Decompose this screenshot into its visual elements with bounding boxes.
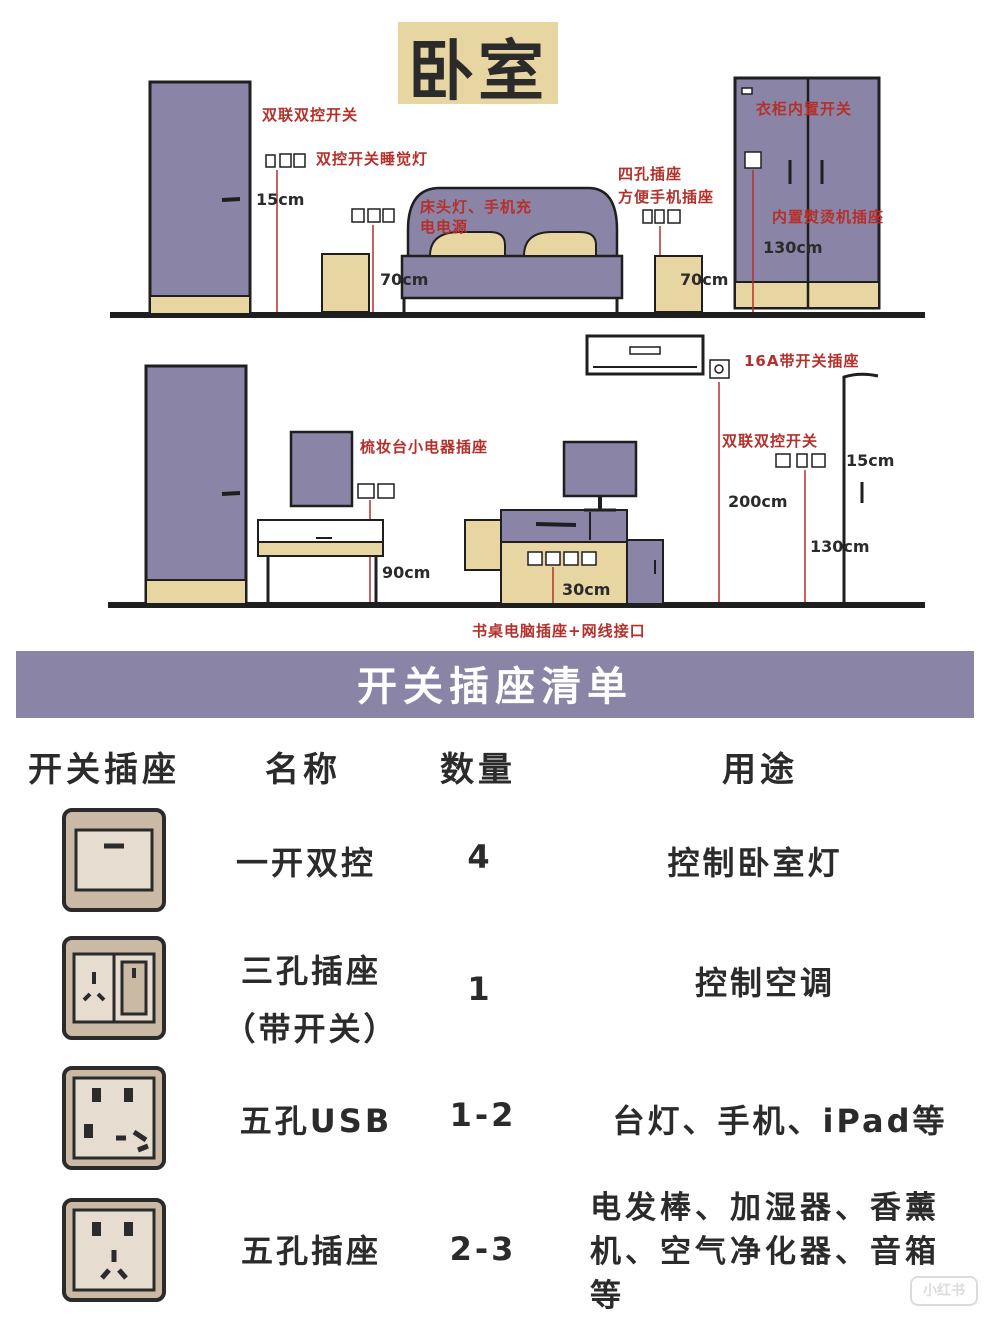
row4-use-1: 电发棒、加湿器、香薰 — [590, 1190, 940, 1226]
dim-30: 30cm — [562, 580, 611, 599]
label-ac-socket: 16A带开关插座 — [744, 352, 860, 370]
bedside-socket-right — [642, 209, 681, 224]
row1-use: 控制卧室灯 — [667, 844, 843, 882]
switch-icon — [62, 808, 166, 912]
watermark: 小红书 — [910, 1276, 978, 1306]
nightstand-left — [321, 253, 370, 313]
nightstand-right — [654, 255, 703, 313]
label-double-switch: 双联双控开关 — [262, 106, 359, 124]
row4-qty: 2-3 — [449, 1230, 517, 1268]
label-desk-socket: 书桌电脑插座+网线接口 — [472, 622, 646, 640]
bed-side-edge — [842, 372, 879, 604]
label-double-switch-2: 双联双控开关 — [722, 432, 819, 450]
desk — [464, 440, 664, 605]
header-use: 用途 — [722, 750, 798, 790]
dim-15a: 15cm — [256, 190, 305, 209]
label-vanity-socket: 梳妆台小电器插座 — [360, 438, 489, 456]
label-sleep-light: 双控开关睡觉灯 — [316, 150, 429, 168]
door-bottom — [144, 364, 248, 606]
header-qty: 数量 — [440, 750, 516, 790]
header-name: 名称 — [265, 750, 341, 790]
row4-name: 五孔插座 — [240, 1232, 381, 1270]
label-iron-socket: 内置熨烫机插座 — [772, 208, 885, 226]
air-conditioner — [585, 334, 705, 376]
row4-use-3: 等 — [590, 1278, 625, 1314]
usb-five-hole-socket-icon — [62, 1066, 166, 1170]
label-four-hole-b: 方便手机插座 — [618, 188, 715, 206]
label-bedside-a: 床头灯、手机充 — [420, 198, 533, 216]
row2-qty: 1 — [467, 970, 493, 1008]
wardrobe — [733, 76, 881, 312]
door-top — [148, 80, 252, 316]
row3-name: 五孔USB — [239, 1102, 393, 1140]
bed — [400, 186, 624, 313]
dim-90: 90cm — [382, 563, 431, 582]
double-switch-bottom — [775, 453, 826, 468]
vanity-socket — [357, 483, 395, 499]
ac-socket — [709, 359, 730, 379]
label-four-hole-a: 四孔插座 — [618, 165, 683, 183]
row3-use: 台灯、手机、iPad等 — [612, 1102, 948, 1140]
dim-130b: 130cm — [810, 537, 870, 556]
three-hole-socket-with-switch-icon — [62, 936, 166, 1040]
dim-15b: 15cm — [846, 451, 895, 470]
row2-name-1: 三孔插座 — [240, 952, 381, 990]
header-socket: 开关插座 — [28, 750, 180, 790]
vanity-table — [257, 519, 384, 602]
row3-qty: 1-2 — [449, 1096, 517, 1134]
bedside-socket-left — [351, 208, 395, 223]
bedroom-diagram — [108, 76, 925, 608]
title-highlight — [398, 22, 558, 104]
dim-70a: 70cm — [380, 270, 429, 289]
dim-130a: 130cm — [763, 238, 823, 257]
page-title: 卧室 — [408, 33, 548, 110]
vanity-mirror — [289, 430, 354, 508]
list-title: 开关插座清单 — [357, 664, 633, 710]
dim-70b: 70cm — [680, 270, 729, 289]
row4-use-2: 机、空气净化器、音箱 — [590, 1234, 940, 1270]
row2-name-2: （带开关） — [223, 1010, 399, 1048]
label-wardrobe-switch: 衣柜内置开关 — [756, 100, 853, 118]
sleep-switch-icons — [265, 153, 306, 168]
label-bedside-b: 电电源 — [420, 218, 469, 236]
row1-qty: 4 — [467, 838, 493, 876]
row2-use: 控制空调 — [694, 964, 835, 1002]
list-banner — [16, 651, 974, 718]
five-hole-socket-icon — [62, 1198, 166, 1302]
dim-200: 200cm — [728, 492, 788, 511]
row1-name: 一开双控 — [235, 844, 376, 882]
